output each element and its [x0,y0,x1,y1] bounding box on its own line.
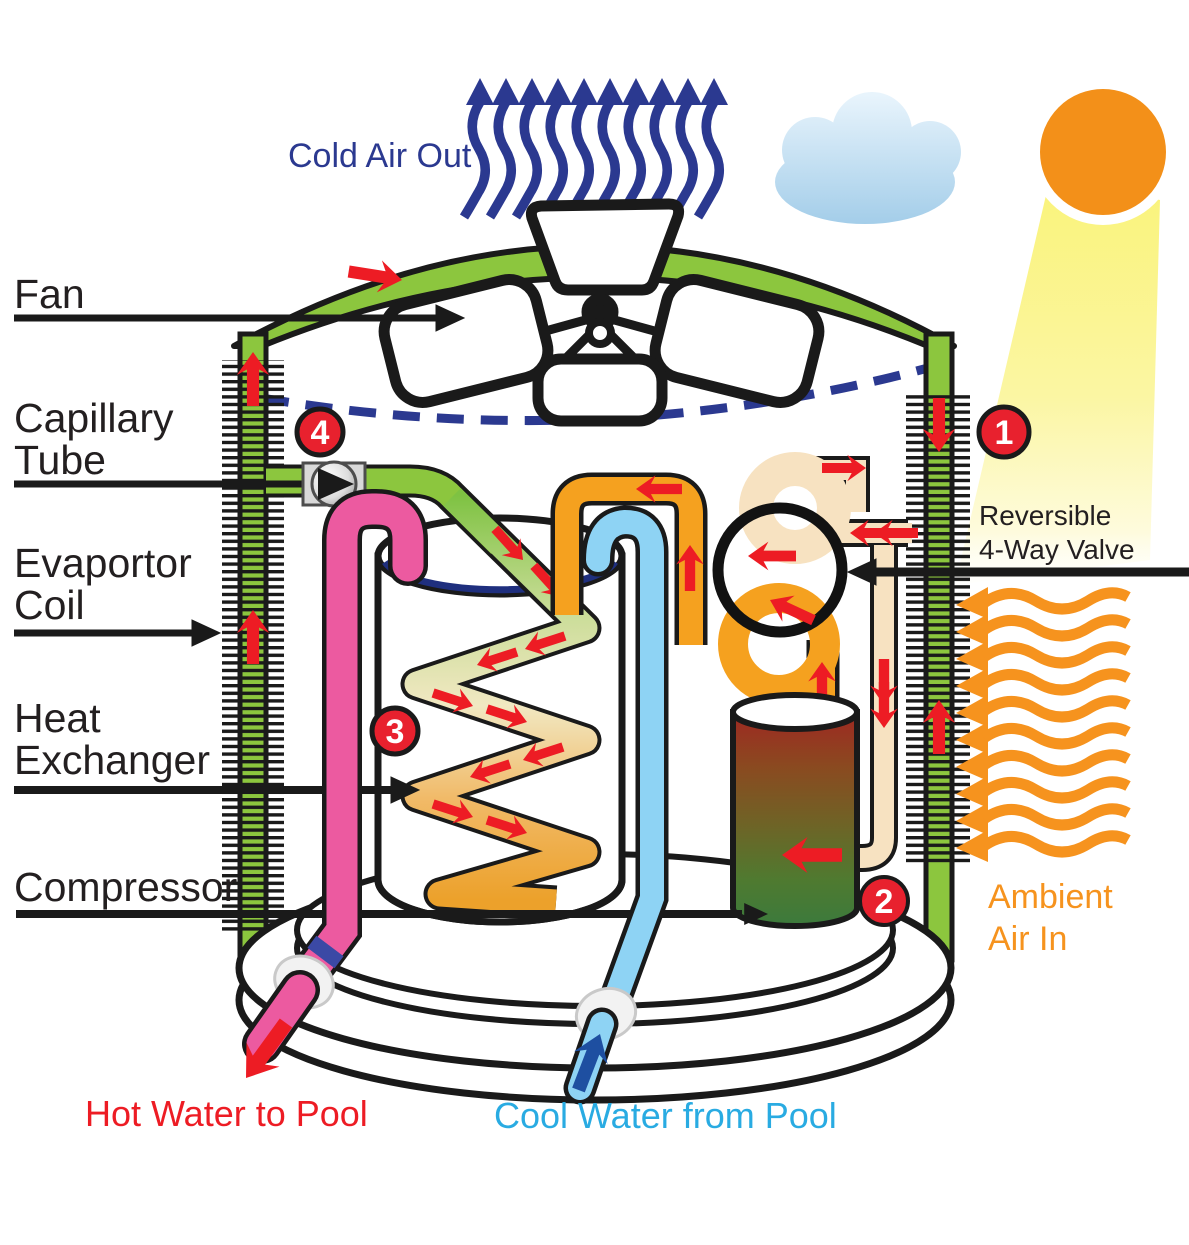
cool-water-label: Cool Water from Pool [494,1095,837,1136]
capillary-feed-pipe [266,468,509,554]
cold-air-arrows [464,78,728,217]
pipe-collar [307,935,344,969]
evaporator-coil-label-line1: Evaportor [14,540,192,586]
fan [378,198,825,427]
four-way-valve-circle [712,502,848,638]
cold-air-arrow-icon [516,78,546,217]
heat-exchanger-label-line1: Heat [14,695,101,741]
hot-water-pipe-fill [294,493,424,989]
badge-1: 1 [976,404,1032,460]
compressor-cylinder [730,692,860,929]
heat-exchanger-label-line2: Exchanger [14,737,210,783]
text-labels: Fan Capillary Tube Evaportor Coil Heat E… [14,137,1135,1136]
evaporator-coil-label-line2: Coil [14,582,85,628]
cold-air-out-label: Cold Air Out [288,137,472,175]
cool-water-pipe [581,505,669,1025]
fan-hub-cap [585,318,615,348]
sun-icon [1030,79,1176,225]
cold-air-arrow-icon [594,78,624,217]
coil-fins-right [906,393,970,865]
compressor-body [730,709,860,929]
capillary-tube-label-line1: Capillary [14,395,174,441]
fan-blade-top [525,198,685,296]
ambient-wave-icon [956,803,1128,835]
cold-air-arrow-icon [568,78,598,217]
badge-2-number: 2 [875,883,894,921]
internals [266,452,918,929]
badge-3-number: 3 [386,713,405,751]
ambient-wave-icon [956,695,1128,727]
hot-water-label: Hot Water to Pool [85,1093,368,1134]
cloud-icon [775,92,961,224]
cool-water-pipe-fill [586,509,664,1020]
compressor-label: Compressor [14,864,237,910]
compressor-cap [730,692,860,732]
dashed-airflow-line [261,363,930,426]
cold-air-arrow-icon [620,78,650,217]
ambient-wave-icon [956,830,1128,862]
badge-4-number: 4 [311,414,330,452]
vessel-front-outline [374,556,626,926]
reversible-valve-label-line1: Reversible [979,500,1111,531]
fan-label: Fan [14,271,85,317]
badge-4: 4 [294,406,346,458]
hot-gas-pipe [555,477,703,645]
ambient-air-in-label-line1: Ambient [988,878,1113,916]
cold-air-arrow-icon [490,78,520,217]
ambient-air-arrows [956,587,1128,862]
pipe-grommets [229,954,638,1105]
sky [775,79,1176,585]
ambient-air-in-label-line2: Air In [988,920,1067,958]
badge-2: 2 [858,875,910,927]
cold-air-arrow-icon [646,78,676,217]
evaporator-label-arrow-icon [191,619,221,647]
ambient-wave-icon [956,614,1128,646]
reversible-valve-label-line2: 4-Way Valve [979,534,1135,565]
ambient-wave-icon [956,776,1128,808]
fan-blade-right [649,274,825,408]
valve-ring-bottom [718,583,840,705]
fan-blade-left [378,274,554,408]
capillary-tube-label-line2: Tube [14,437,106,483]
compressor-label-line-group [16,902,768,926]
cold-air-arrow-icon [542,78,572,217]
ambient-wave-icon [956,722,1128,754]
badge-1-number: 1 [995,414,1014,452]
cold-air-arrow-icon [672,78,702,217]
sun-beam [955,178,1160,585]
badge-3: 3 [369,705,421,757]
ambient-wave-icon [956,587,1128,619]
hot-water-pipe [290,489,428,993]
pale-pipe [846,545,894,868]
cold-air-arrow-icon [698,78,728,217]
step-badges: 1 2 3 4 [294,404,1032,927]
ambient-wave-icon [956,668,1128,700]
fan-blade-bottom [532,353,668,427]
ambient-wave-icon [956,641,1128,673]
capillary-valve-cone-icon [318,468,354,500]
ambient-wave-icon [956,749,1128,781]
